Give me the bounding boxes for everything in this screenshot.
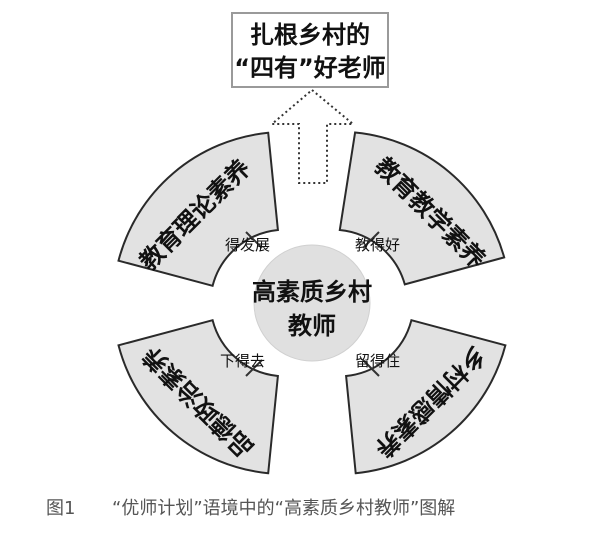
segment-bottom-left	[117, 318, 279, 475]
segment-top-right	[338, 131, 506, 286]
up-arrow-icon	[269, 88, 356, 184]
segment-bottom-right	[345, 318, 507, 475]
connector-label-bottom-right: 留得住	[355, 352, 400, 370]
title-line-1: 扎根乡村的	[250, 21, 370, 49]
connector-label-top-right: 教得好	[355, 236, 400, 254]
title-box	[231, 12, 389, 88]
connector-top-left	[245, 231, 263, 249]
connector-top-right	[362, 231, 380, 249]
segment-top-left	[117, 131, 279, 288]
connector-label-top-left: 得发展	[225, 236, 270, 254]
title-line-2: “四有”好老师	[234, 54, 386, 82]
center-line-1: 高素质乡村	[252, 278, 372, 306]
connector-bottom-left	[245, 359, 263, 377]
center-circle	[253, 244, 371, 362]
caption-text: “优师计划”语境中的“高素质乡村教师”图解	[112, 498, 455, 519]
center-line-2: 教师	[288, 312, 336, 340]
caption-figure-number: 图1	[46, 498, 75, 519]
connector-bottom-right	[362, 359, 380, 377]
connector-label-bottom-left: 下得去	[220, 352, 265, 370]
